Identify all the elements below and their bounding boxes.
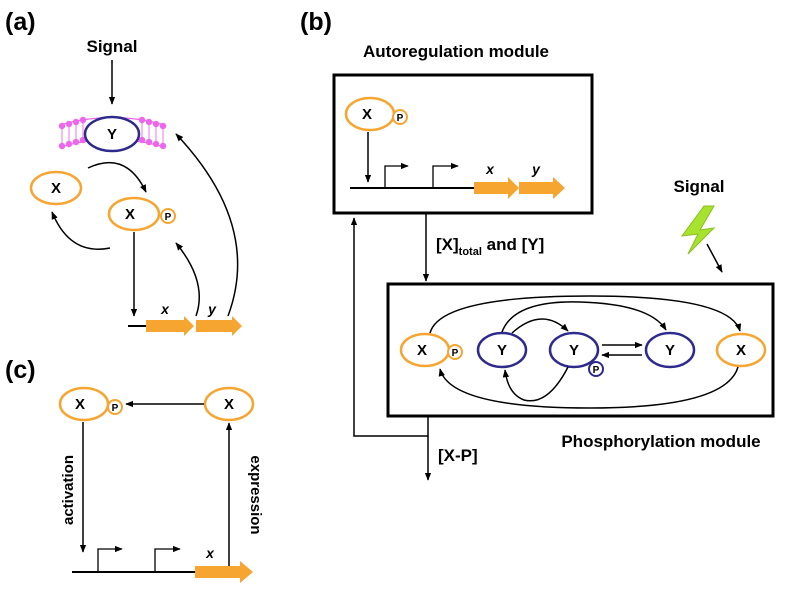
panel-b: Autoregulation module X P x y Signal [X]… — [332, 42, 775, 481]
phospho-title: Phosphorylation module — [561, 432, 760, 451]
b-ph-xp-tag — [447, 344, 463, 360]
phospho-module-box — [386, 282, 775, 418]
c-activation-label: activation — [60, 455, 77, 525]
c-phospho-tag-label: P — [112, 403, 119, 414]
c-gene-x-label: x — [205, 545, 215, 561]
a-node-x — [29, 170, 83, 206]
b-ph-arrow-top-inner — [501, 301, 667, 333]
b-feedback-to-autoreg — [350, 217, 429, 437]
a-gene-y — [196, 316, 242, 336]
b-flow-sub: total — [459, 246, 482, 258]
a-arrow-y-expression — [175, 133, 239, 317]
b-ph-node-y3 — [644, 331, 696, 369]
b-ph-node-yp — [548, 331, 600, 369]
b-ph-node-x-label: X — [736, 342, 746, 359]
b-promoter-2 — [432, 162, 459, 188]
a-signal-label: Signal — [86, 37, 137, 56]
panel-label-b: (b) — [300, 8, 332, 36]
b-ph-node-y3-label: Y — [665, 342, 675, 359]
b-promoter-1 — [384, 162, 409, 188]
a-gene-y-label: y — [207, 301, 217, 317]
b-ph-node-x — [715, 332, 767, 368]
b-gene-x-label: x — [485, 161, 495, 177]
c-gene-x — [195, 561, 253, 583]
b-output-label: [X-P] — [438, 446, 478, 465]
b-ph-arrow-top-outer — [429, 295, 742, 334]
a-node-x-label: X — [51, 180, 61, 197]
c-promoter-2 — [154, 545, 181, 572]
a-arrow-phosphorylation — [87, 161, 147, 193]
a-receptor-y-label: Y — [107, 126, 117, 143]
a-arrow-x-expression — [175, 242, 200, 317]
a-phospho-tag — [160, 208, 176, 224]
b-ph-yp-tag — [588, 361, 604, 377]
a-arrow-dephosphorylation — [51, 211, 111, 250]
b-ph-arrow-bottom-outer — [438, 366, 739, 409]
b-ph-node-xp-label: X — [417, 342, 427, 359]
b-autoreg-phospho-tag — [392, 109, 408, 125]
b-ph-xp-tag-label: P — [452, 348, 459, 359]
panel-c: X P X activation expression x — [58, 386, 264, 583]
b-ph-node-yp-label: Y — [569, 342, 579, 359]
lightning-bolt-icon — [680, 205, 716, 255]
c-promoter-1 — [97, 545, 123, 572]
panel-a: Signal Y X X — [29, 37, 242, 336]
b-ph-yp-tag-label: P — [593, 365, 600, 376]
a-phospho-tag-label: P — [165, 212, 172, 223]
b-ph-arrow-y1-to-yp — [511, 318, 569, 334]
b-ph-arrow-yp-to-y1 — [502, 366, 569, 402]
c-phospho-tag — [107, 399, 123, 415]
lightning-bolt-tail — [706, 243, 723, 273]
b-gene-y — [519, 177, 565, 199]
a-node-xp — [107, 196, 161, 232]
a-gene-x-label: x — [160, 301, 170, 317]
b-ph-node-y1 — [476, 331, 528, 369]
membrane — [58, 116, 167, 150]
b-autoreg-phospho-tag-label: P — [397, 113, 404, 124]
b-flow-rest: and [Y] — [482, 235, 544, 254]
b-flow-main: [X] — [436, 235, 459, 254]
a-receptor-y — [83, 115, 141, 153]
c-expression-label: expression — [247, 455, 264, 534]
autoreg-module-box — [332, 73, 594, 215]
b-flow-label: [X]total and [Y] — [436, 235, 544, 258]
a-node-xp-label: X — [125, 206, 135, 223]
c-node-x — [203, 386, 255, 422]
c-node-x-label: X — [224, 396, 234, 413]
panel-label-c: (c) — [5, 356, 36, 384]
b-autoreg-xp-label: X — [362, 106, 372, 123]
autoreg-title: Autoregulation module — [363, 42, 549, 61]
a-gene-x — [146, 316, 194, 336]
b-gene-x — [474, 177, 519, 199]
b-signal-label: Signal — [673, 177, 724, 196]
b-ph-node-y1-label: Y — [497, 342, 507, 359]
c-node-xp-label: X — [75, 396, 85, 413]
panel-label-a: (a) — [5, 8, 36, 36]
b-gene-y-label: y — [531, 161, 541, 177]
